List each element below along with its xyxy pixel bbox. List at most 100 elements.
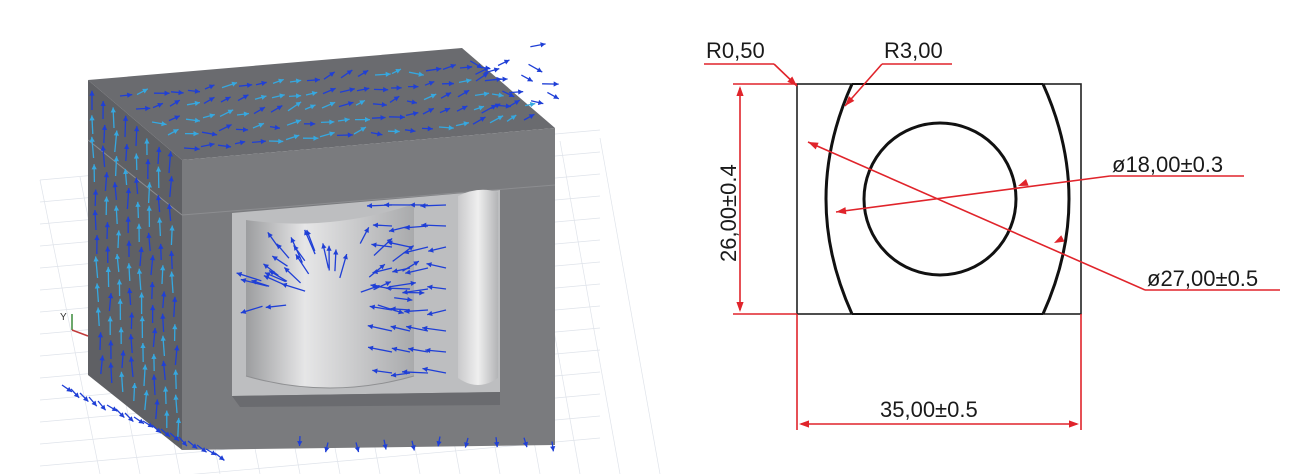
field-arrow [79, 392, 89, 403]
field-arrow [167, 128, 179, 136]
field-arrow [240, 278, 268, 287]
field-arrow [61, 384, 73, 393]
field-arrow [464, 437, 470, 448]
field-arrow [251, 139, 266, 145]
field-arrow [200, 142, 215, 148]
field-arrow [202, 113, 216, 119]
dimension-arrowhead [845, 96, 855, 106]
field-arrow [522, 437, 528, 448]
field-arrow [367, 345, 393, 353]
field-arrow [428, 246, 447, 253]
field-arrow [134, 177, 140, 195]
field-arrow [169, 225, 175, 246]
field-arrow [297, 436, 303, 447]
field-arrow [238, 82, 253, 88]
field-arrow [105, 266, 111, 288]
field-arrow [390, 325, 411, 332]
field-arrow [524, 102, 536, 108]
center-cylinder [245, 204, 415, 389]
label-d18: ø18,00±0.3 [1112, 152, 1223, 177]
field-arrow [136, 223, 142, 243]
field-arrow [436, 436, 442, 447]
field-arrow [305, 90, 318, 97]
field-arrow [387, 128, 400, 134]
field-arrow [168, 176, 174, 198]
field-arrow [154, 399, 160, 420]
field-arrow [319, 131, 335, 138]
field-arrow [285, 134, 300, 141]
field-arrow [173, 369, 179, 390]
field-arrow [123, 168, 129, 186]
field-arrow [475, 72, 489, 82]
field-arrow [145, 159, 151, 180]
field-arrow [324, 442, 330, 453]
field-arrow [371, 115, 386, 121]
field-arrow [271, 255, 288, 267]
grid-line [192, 437, 601, 474]
field-arrow [287, 101, 302, 112]
field-arrow [143, 390, 149, 411]
field-arrow [187, 88, 201, 94]
field-arrow [156, 146, 162, 165]
field-arrow [144, 138, 150, 156]
field-arrow [528, 63, 543, 73]
field-arrow [126, 240, 132, 258]
field-arrow [151, 424, 162, 434]
field-arrow [369, 304, 393, 311]
field-arrow [118, 327, 124, 345]
barrel-profile-left [824, 83, 854, 315]
field-arrow [497, 59, 510, 67]
field-arrow [100, 145, 106, 168]
field-arrow [152, 102, 164, 109]
field-arrow [138, 292, 145, 315]
field-arrow [253, 106, 266, 115]
field-arrow [97, 332, 104, 351]
label-d27: ø27,00±0.5 [1147, 266, 1258, 291]
field-arrow [474, 91, 490, 97]
field-arrow [89, 115, 95, 135]
field-arrow [113, 156, 119, 177]
dimension-arrowhead [787, 76, 797, 86]
field-arrow [88, 396, 98, 407]
field-arrow [142, 420, 154, 428]
field-arrow [164, 410, 170, 429]
field-arrow [104, 222, 110, 240]
field-arrow [390, 85, 402, 91]
field-arrow [356, 86, 370, 92]
field-arrow [106, 404, 118, 412]
label-r300: R3,00 [884, 38, 943, 63]
field-arrow [373, 281, 392, 291]
field-arrow [166, 203, 173, 222]
field-arrow [107, 316, 113, 336]
grid-line [599, 137, 661, 474]
field-arrow [402, 369, 429, 375]
field-arrow [304, 104, 316, 110]
dimension-arrowhead [808, 142, 819, 150]
field-arrow [235, 127, 249, 133]
field-arrow [530, 99, 544, 105]
field-arrow [187, 440, 198, 450]
field-arrow [407, 84, 419, 90]
field-arrow [114, 253, 121, 273]
field-arrow [406, 324, 429, 332]
field-arrow [236, 272, 262, 282]
field-arrow [438, 125, 454, 131]
barrel-profile-right [1041, 83, 1071, 315]
field-arrow [372, 222, 393, 228]
field-arrow [126, 263, 132, 282]
field-arrow [170, 89, 184, 96]
field-arrow [217, 143, 232, 149]
field-arrow [93, 256, 99, 279]
field-arrow [288, 93, 302, 99]
field-arrow [167, 151, 173, 174]
field-arrow [340, 69, 353, 79]
field-arrow [508, 89, 524, 95]
core-top-face [88, 48, 555, 160]
field-arrow [234, 140, 246, 146]
field-arrow [458, 78, 472, 84]
field-arrow [135, 105, 151, 112]
field-arrow [115, 408, 125, 419]
dimension-arrowhead [736, 86, 744, 96]
field-arrow [371, 242, 393, 248]
field-arrow [155, 166, 162, 189]
